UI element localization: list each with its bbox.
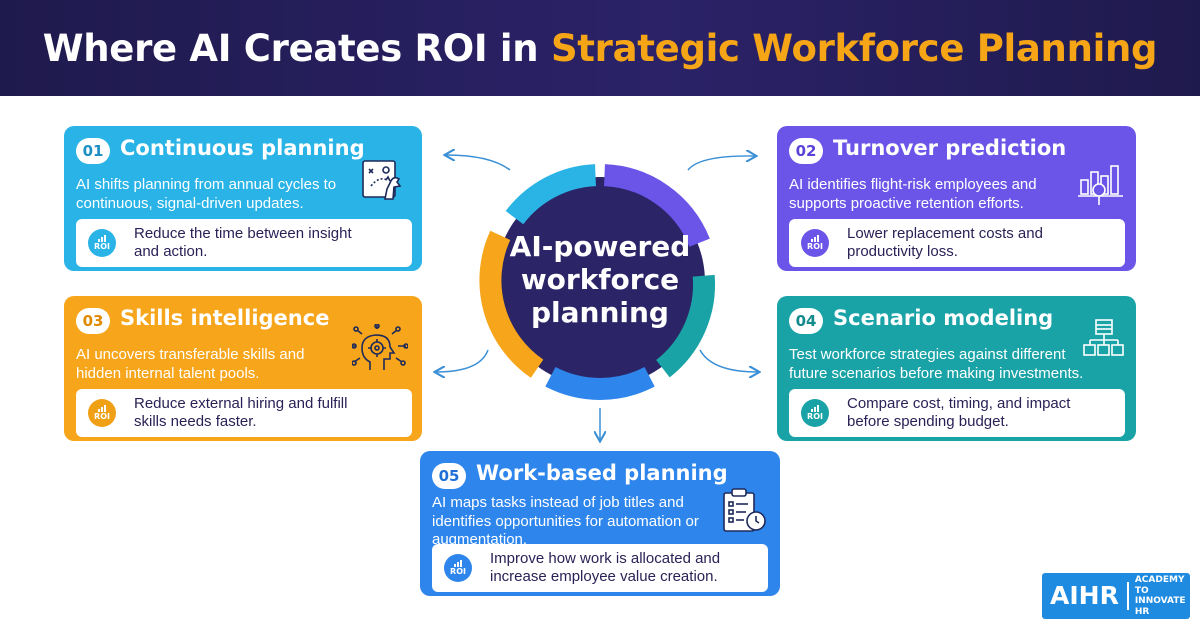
- arrow-to-card-03: [436, 349, 489, 372]
- hierarchy-diagram-icon: [1083, 319, 1124, 356]
- ring-segment-05: [545, 366, 655, 400]
- card-number: 05: [432, 463, 466, 489]
- roi-badge-icon: ROI: [444, 554, 472, 582]
- ring-segment-02: [603, 164, 710, 248]
- roi-badge-label: ROI: [807, 411, 823, 421]
- roi-text: Lower replacement costs and productivity…: [847, 225, 1043, 260]
- roi-badge-icon: ROI: [88, 229, 116, 257]
- card-description: AI shifts planning from annual cycles to…: [76, 176, 337, 212]
- card-work-based-planning: 05 Work-based planning AI maps tasks ins…: [420, 451, 780, 596]
- card-skills-intelligence: 03 Skills intelligence AI uncovers trans…: [64, 296, 422, 441]
- strategy-board-icon: [362, 160, 402, 200]
- roi-badge-icon: ROI: [801, 229, 829, 257]
- center-label: AI-powered workforce planning: [500, 230, 700, 329]
- roi-badge-label: ROI: [450, 566, 466, 576]
- clipboard-clock-icon: [723, 488, 766, 532]
- logo-brand: AIHR: [1042, 582, 1129, 610]
- card-number: 03: [76, 308, 110, 334]
- roi-badge-icon: ROI: [801, 399, 829, 427]
- card-description: AI identifies flight-risk employees and …: [789, 176, 1037, 212]
- aihr-logo: AIHR ACADEMY TO INNOVATE HR: [1042, 573, 1190, 619]
- card-scenario-modeling: 04 Scenario modeling Test workforce stra…: [777, 296, 1136, 441]
- head-gear-network-icon: [352, 324, 408, 370]
- roi-text: Compare cost, timing, and impact before …: [847, 395, 1071, 430]
- roi-badge-label: ROI: [94, 241, 110, 251]
- card-number: 04: [789, 308, 823, 334]
- center-label-line3: planning: [531, 296, 669, 329]
- arrow-to-card-04: [699, 349, 758, 372]
- title-part-accent: Strategic Workforce Planning: [550, 26, 1158, 70]
- card-title: Turnover prediction: [833, 136, 1067, 160]
- center-ring: [479, 164, 716, 400]
- ring-segment-03: [479, 230, 544, 378]
- card-description: AI maps tasks instead of job titles and …: [432, 494, 699, 548]
- roi-text: Reduce external hiring and fulfill skill…: [134, 395, 348, 430]
- roi-box: ROI Improve how work is allocated and in…: [432, 544, 768, 592]
- roi-box: ROI Compare cost, timing, and impact bef…: [789, 389, 1125, 437]
- page-title: Where AI Creates ROI in Strategic Workfo…: [43, 27, 1158, 70]
- card-number: 02: [789, 138, 823, 164]
- roi-box: ROI Reduce the time between insight and …: [76, 219, 412, 267]
- chart-magnifier-icon: [1078, 165, 1123, 205]
- arrow-to-card-01: [446, 155, 511, 171]
- card-description: Test workforce strategies against differ…: [789, 346, 1084, 382]
- ring-segment-04: [655, 274, 716, 378]
- title-part-main: Where AI Creates ROI in: [42, 26, 551, 70]
- roi-text: Improve how work is allocated and increa…: [490, 550, 721, 585]
- roi-box: ROI Reduce external hiring and fulfill s…: [76, 389, 412, 437]
- roi-badge-label: ROI: [807, 241, 823, 251]
- roi-box: ROI Lower replacement costs and producti…: [789, 219, 1125, 267]
- roi-badge-icon: ROI: [88, 399, 116, 427]
- center-label-line2: workforce: [520, 263, 680, 296]
- center-circle: [495, 177, 705, 387]
- card-title: Skills intelligence: [120, 306, 330, 330]
- card-title: Continuous planning: [120, 136, 365, 160]
- card-title: Work-based planning: [476, 461, 728, 485]
- center-label-line1: AI-powered: [509, 230, 691, 263]
- card-title: Scenario modeling: [833, 306, 1054, 330]
- ring-segment-01: [505, 164, 597, 225]
- card-turnover-prediction: 02 Turnover prediction AI identifies fli…: [777, 126, 1136, 271]
- card-number: 01: [76, 138, 110, 164]
- roi-text: Reduce the time between insight and acti…: [134, 225, 352, 260]
- logo-tagline: ACADEMY TO INNOVATE HR: [1134, 575, 1186, 617]
- header-banner: Where AI Creates ROI in Strategic Workfo…: [0, 0, 1200, 96]
- arrow-to-card-02: [687, 156, 755, 171]
- card-continuous-planning: 01 Continuous planning AI shifts plannin…: [64, 126, 422, 271]
- roi-badge-label: ROI: [94, 411, 110, 421]
- card-description: AI uncovers transferable skills and hidd…: [76, 346, 305, 382]
